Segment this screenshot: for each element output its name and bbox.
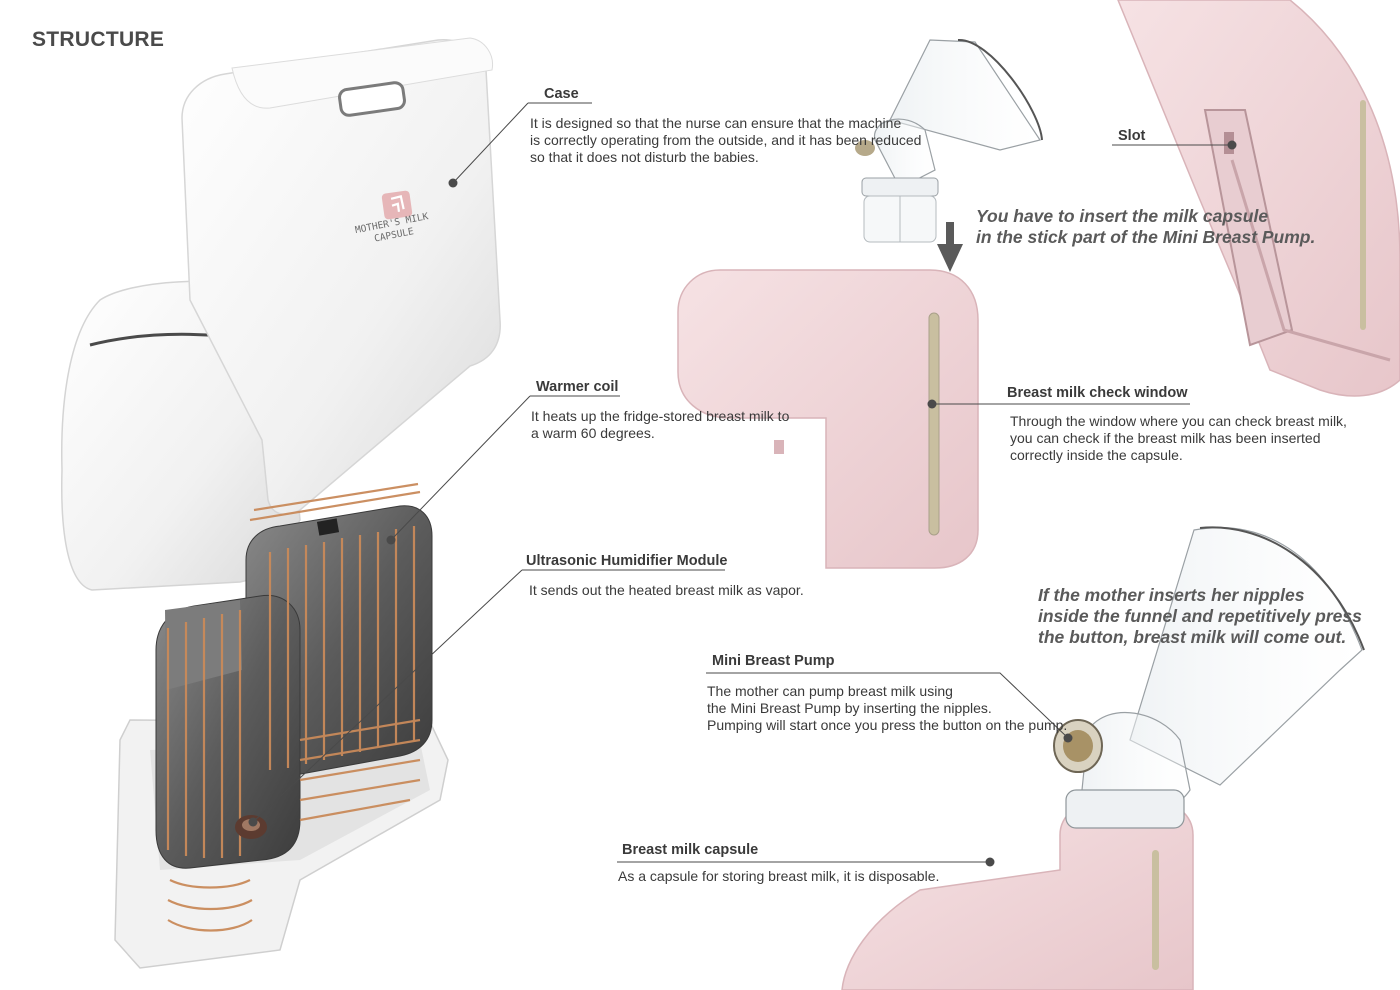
humidifier-description: It sends out the heated breast milk as v…: [529, 582, 804, 599]
warmer-desc-line: a warm 60 degrees.: [531, 425, 655, 441]
press-note: If the mother inserts her nipples inside…: [1038, 585, 1362, 648]
case-description: It is designed so that the nurse can ens…: [530, 115, 921, 166]
insert-arrow-icon: [937, 222, 963, 272]
pump-desc-line: Pumping will start once you press the bu…: [707, 717, 1068, 733]
mini-pump-top: [855, 38, 1043, 243]
check-window-description: Through the window where you can check b…: [1010, 413, 1347, 464]
press-note-line: the button, breast milk will come out.: [1038, 627, 1347, 647]
case-desc-line: It is designed so that the nurse can ens…: [530, 115, 902, 131]
humidifier-desc-line: It sends out the heated breast milk as v…: [529, 582, 804, 598]
slot-title: Slot: [1118, 128, 1146, 144]
capsule-desc-line: As a capsule for storing breast milk, it…: [618, 868, 940, 884]
slot-closeup: [1117, 0, 1400, 397]
check-window-title: Breast milk check window: [1007, 385, 1188, 401]
capsule-description: As a capsule for storing breast milk, it…: [618, 868, 939, 885]
capsule-front: [677, 269, 979, 569]
case-desc-line: so that it does not disturb the babies.: [530, 149, 759, 165]
capsule-title: Breast milk capsule: [622, 842, 759, 858]
insert-note: You have to insert the milk capsule in t…: [976, 206, 1315, 248]
warmer-desc-line: It heats up the fridge-stored breast mil…: [531, 408, 790, 424]
humidifier-title: Ultrasonic Humidifier Module: [526, 553, 728, 569]
mini-pump-title: Mini Breast Pump: [712, 653, 835, 669]
case-desc-line: is correctly operating from the outside,…: [530, 132, 922, 148]
case-title: Case: [544, 86, 579, 102]
insert-note-line: in the stick part of the Mini Breast Pum…: [976, 227, 1316, 247]
mini-pump-description: The mother can pump breast milk using th…: [707, 683, 1067, 734]
press-note-line: If the mother inserts her nipples: [1038, 585, 1305, 605]
warmer-coil-title: Warmer coil: [536, 379, 619, 395]
leader-lines: [252, 102, 1232, 863]
warmer-coil-description: It heats up the fridge-stored breast mil…: [531, 408, 789, 442]
press-note-line: inside the funnel and repetitively press: [1038, 606, 1362, 626]
page-title: STRUCTURE: [32, 28, 165, 51]
mini-pump-bottom: [841, 526, 1365, 990]
device-case: [61, 37, 501, 969]
insert-note-line: You have to insert the milk capsule: [976, 206, 1269, 226]
warmer-coil: [155, 482, 433, 932]
pump-desc-line: the Mini Breast Pump by inserting the ni…: [707, 700, 992, 716]
leader-dots: [248, 140, 1237, 867]
window-desc-line: you can check if the breast milk has bee…: [1010, 430, 1321, 446]
window-desc-line: correctly inside the capsule.: [1010, 447, 1183, 463]
window-desc-line: Through the window where you can check b…: [1010, 413, 1347, 429]
pump-desc-line: The mother can pump breast milk using: [707, 683, 953, 699]
